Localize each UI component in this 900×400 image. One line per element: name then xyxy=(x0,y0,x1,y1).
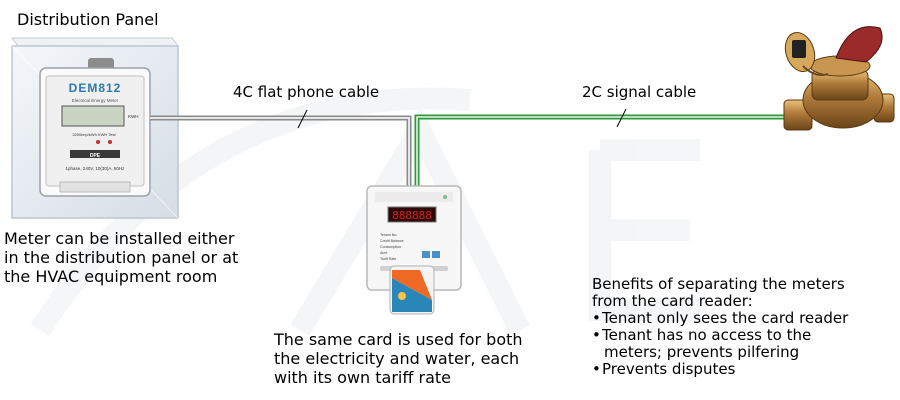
benefits-title: from the card reader: xyxy=(592,292,753,310)
card-note-line: the electricity and water, each xyxy=(274,349,520,368)
phone-cable xyxy=(150,109,412,192)
meter-note: Meter can be installed either in the dis… xyxy=(4,229,238,286)
reader-display-digits: 888888 xyxy=(392,209,432,222)
card-note-line: The same card is used for both xyxy=(274,330,523,349)
card-note-line: with its own tariff rate xyxy=(274,368,451,387)
meter-note-line: in the distribution panel or at xyxy=(4,248,239,267)
reader-line: Consumption xyxy=(380,245,401,249)
benefits-title: Benefits of separating the meters xyxy=(592,275,845,293)
bullet: • xyxy=(592,360,601,378)
meter-model: DEM812 xyxy=(69,81,122,95)
reader-line: Credit Balance xyxy=(380,239,404,243)
reader-display xyxy=(387,206,437,223)
reader-line: Alert xyxy=(380,251,387,255)
benefit-text: Tenant has no access to the xyxy=(602,326,812,344)
meter-lcd xyxy=(61,105,125,127)
bullet: • xyxy=(592,309,601,327)
meter-side-label: KWH xyxy=(128,114,139,119)
meter-note-line: the HVAC equipment room xyxy=(4,267,218,286)
distribution-panel-title: Distribution Panel xyxy=(17,10,159,29)
water-meter xyxy=(783,26,895,131)
benefit-item: •Tenant has no access to the meters; pre… xyxy=(592,327,848,361)
reader-line: Tariff Rate xyxy=(380,257,396,261)
watermark-logo xyxy=(30,87,700,336)
reader-line: Tenant No. xyxy=(380,233,397,237)
benefit-text: Tenant only sees the card reader xyxy=(602,309,849,327)
benefit-text: Prevents disputes xyxy=(602,360,736,378)
bullet: • xyxy=(592,326,601,344)
benefit-item: •Prevents disputes xyxy=(592,361,848,378)
meter-brand: DPE xyxy=(90,153,101,159)
benefit-item: •Tenant only sees the card reader xyxy=(592,310,848,327)
meter-note-line: Meter can be installed either xyxy=(4,229,235,248)
phone-cable-tick xyxy=(297,109,308,129)
phone-cable-label: 4C flat phone cable xyxy=(233,83,380,101)
benefits-panel: Benefits of separating the meters from t… xyxy=(592,276,848,378)
meter-imp: 3200imp/kWh KWH Test xyxy=(72,132,116,137)
electricity-meter: DEM812 Electrical Energy Meter KWH 3200i… xyxy=(39,58,151,197)
card-note: The same card is used for both the elect… xyxy=(274,330,523,387)
benefit-text-continued: meters; prevents pilfering xyxy=(604,343,800,361)
signal-cable-label: 2C signal cable xyxy=(582,83,697,101)
smart-card xyxy=(389,265,435,315)
meter-spec: 1phase, 240V, 10(30)A, 50Hz xyxy=(66,166,126,171)
signal-cable xyxy=(414,108,800,192)
benefits-list: •Tenant only sees the card reader •Tenan… xyxy=(592,310,848,378)
signal-cable-tick xyxy=(616,108,627,128)
meter-subtitle: Electrical Energy Meter xyxy=(72,98,119,103)
